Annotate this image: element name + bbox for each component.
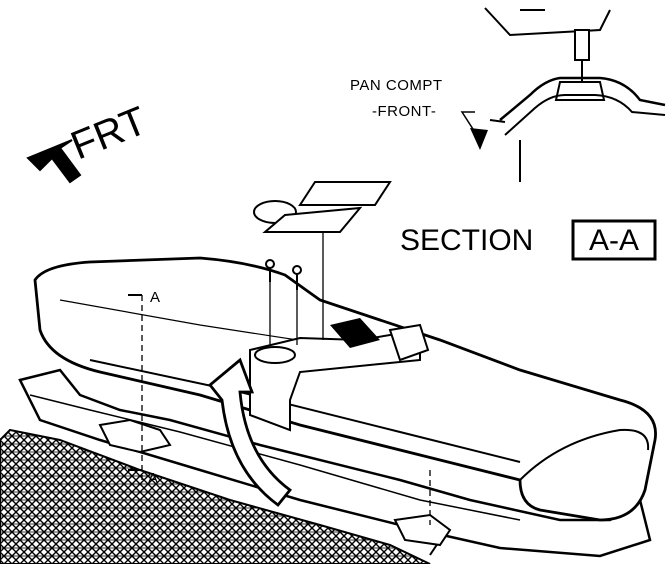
section-mark-bottom-label: A	[148, 470, 158, 487]
curved-arrow	[208, 357, 293, 507]
screw-right	[292, 265, 302, 345]
floor-carpet	[0, 428, 431, 564]
section-detail	[470, 7, 666, 182]
bracket-right	[393, 513, 452, 547]
callout-front: -FRONT-	[372, 103, 436, 120]
front-direction-arrow	[26, 139, 82, 184]
section-mark-bottom: A	[128, 469, 158, 487]
section-mark-top: A	[128, 289, 160, 480]
section-title: SECTION	[400, 224, 533, 257]
pad-upper	[298, 181, 392, 206]
pad-lower	[262, 206, 363, 233]
console-cup-hole	[254, 346, 296, 364]
section-id-box	[571, 219, 657, 261]
front-direction-label: FRT	[65, 99, 153, 169]
bracket-left	[98, 418, 172, 454]
section-id: A-A	[589, 224, 639, 257]
section-mark-top-label: A	[150, 289, 160, 306]
callout-pan-compt: PAN COMPT	[350, 77, 443, 94]
screw-left	[265, 259, 275, 345]
